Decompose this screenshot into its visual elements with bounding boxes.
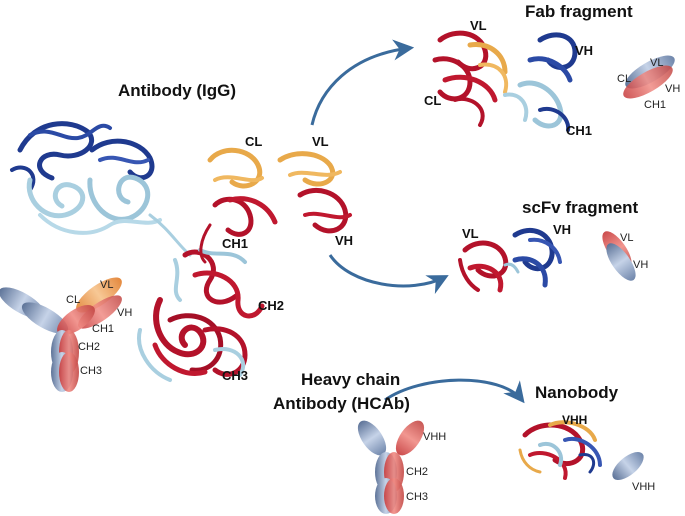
nanobody-structure — [518, 420, 602, 480]
scfv-schematic: VL VH — [602, 231, 648, 281]
title-hcab-line1: Heavy chain — [301, 370, 400, 389]
hcab-schem-ch3-right — [384, 478, 404, 514]
fab-schem-label-cl: CL — [617, 73, 631, 85]
igg-structure: CL VL CH1 VH CH2 CH3 — [10, 121, 353, 383]
igg-schem-label-ch1: CH1 — [92, 323, 114, 335]
hcab-schem-vhh-left — [357, 420, 387, 456]
igg-label-ch3: CH3 — [222, 368, 248, 383]
fab-label-ch1: CH1 — [566, 123, 592, 138]
igg-schem-label-vh: VH — [117, 307, 132, 319]
hcab-schem-vhh-right — [395, 420, 425, 456]
scfv-structure — [458, 228, 562, 293]
fab-label-vl: VL — [470, 18, 487, 33]
arrow-to-scfv — [328, 254, 449, 295]
fab-label-vh: VH — [575, 43, 593, 58]
title-fab-fragment: Fab fragment — [525, 2, 633, 21]
igg-fc-ribbon — [137, 248, 265, 382]
igg-label-cl: CL — [245, 134, 262, 149]
arrow-to-nanobody — [384, 378, 525, 404]
igg-fab-right-ribbon — [199, 147, 352, 264]
nanobody-schem-vhh — [612, 451, 644, 481]
igg-label-vh: VH — [335, 233, 353, 248]
scfv-schem-vh — [606, 243, 636, 281]
igg-schem-vl — [76, 277, 122, 313]
fab-schem-label-vl: VL — [650, 57, 663, 69]
igg-schem-label-ch2: CH2 — [78, 341, 100, 353]
fab-label-cl: CL — [424, 93, 441, 108]
igg-schem-ch1 — [57, 304, 95, 336]
nanobody-schem-label-vhh: VHH — [632, 481, 655, 493]
title-scfv-fragment: scFv fragment — [522, 198, 639, 217]
igg-schem-left-cl — [21, 302, 69, 334]
igg-schem-label-vl: VL — [100, 279, 113, 291]
fab-schem-label-ch1: CH1 — [644, 99, 666, 111]
igg-label-ch1: CH1 — [222, 236, 248, 251]
hcab-schem-label-ch2: CH2 — [406, 466, 428, 478]
fab-structure — [432, 30, 578, 132]
title-antibody-igg: Antibody (IgG) — [118, 81, 236, 100]
igg-fab-left-ribbon — [10, 121, 192, 257]
igg-label-ch2: CH2 — [258, 298, 284, 313]
igg-schematic: VL CL VH CH1 CH2 CH3 — [0, 277, 132, 392]
nanobody-label-vhh: VHH — [562, 413, 587, 427]
title-nanobody: Nanobody — [535, 383, 619, 402]
scfv-label-vh: VH — [553, 222, 571, 237]
arrow-to-fab — [310, 39, 415, 126]
igg-schem-label-cl: CL — [66, 294, 80, 306]
scfv-schem-label-vh: VH — [633, 259, 648, 271]
hcab-schematic: VHH CH2 CH3 — [357, 420, 446, 514]
hcab-schem-label-vhh: VHH — [423, 431, 446, 443]
title-hcab-line2: Antibody (HCAb) — [273, 394, 410, 413]
fab-schem-vl-cl — [623, 65, 673, 99]
fab-schem-label-vh: VH — [665, 83, 680, 95]
igg-schem-label-ch3: CH3 — [80, 365, 102, 377]
scfv-label-vl: VL — [462, 226, 479, 241]
igg-schem-ch3-right — [59, 352, 79, 392]
igg-label-vl: VL — [312, 134, 329, 149]
hcab-schem-label-ch3: CH3 — [406, 491, 428, 503]
scfv-schem-label-vl: VL — [620, 232, 633, 244]
fab-schematic: CL VL VH CH1 — [617, 55, 680, 111]
